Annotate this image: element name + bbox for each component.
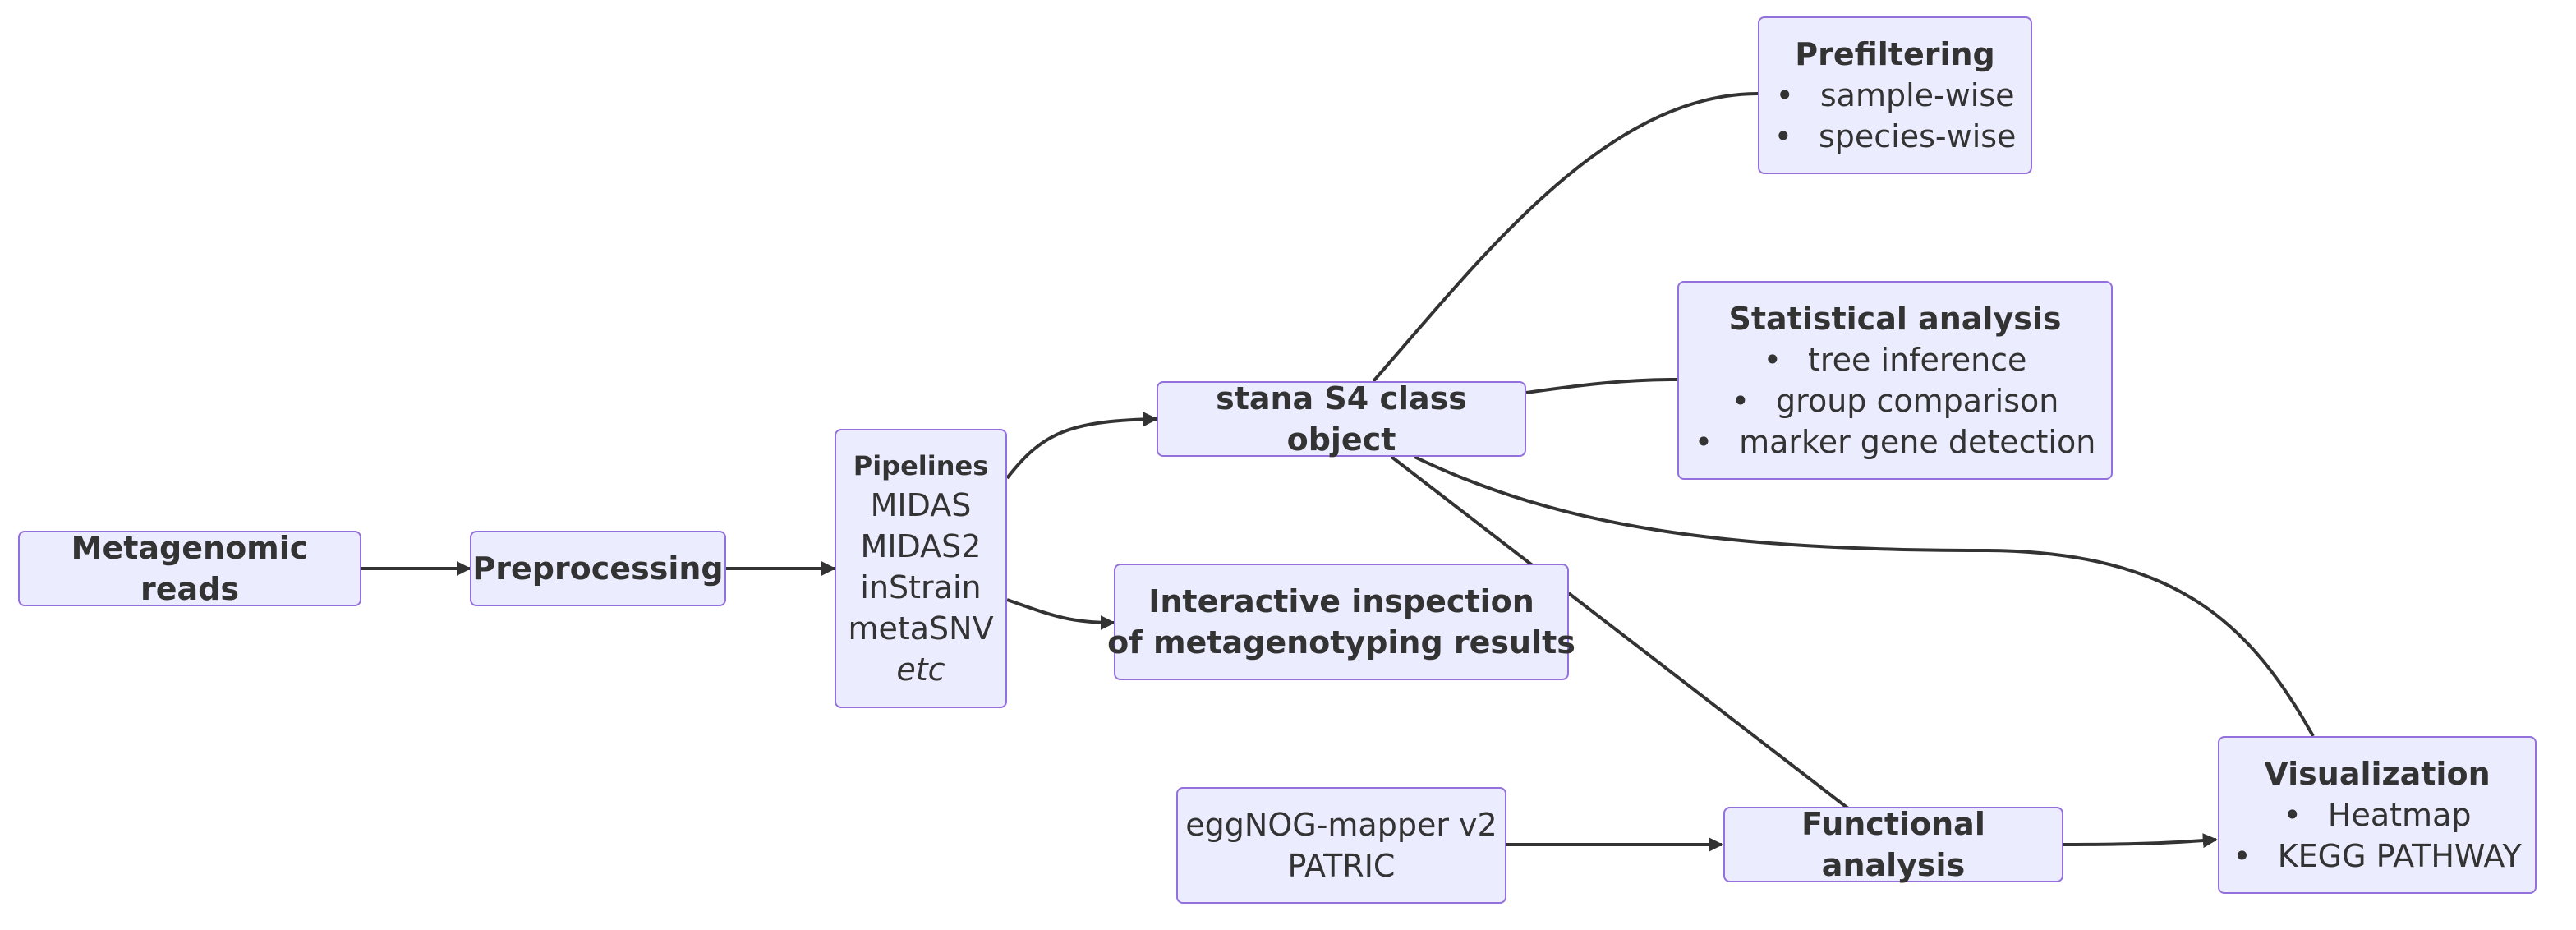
node-statistical-title: Statistical analysis (1728, 301, 2062, 337)
statistical-list: tree inference group comparison marker g… (1695, 339, 2096, 463)
node-metagenomic-reads: Metagenomic reads (18, 530, 361, 607)
pipeline-item: MIDAS (870, 487, 972, 523)
node-statistical-analysis: Statistical analysis tree inference grou… (1677, 281, 2113, 480)
node-prefiltering: Prefiltering sample-wise species-wise (1758, 16, 2032, 174)
node-preprocessing-title: Preprocessing (472, 550, 724, 587)
node-annotation-line: PATRIC (1287, 848, 1396, 884)
edge-stana-to-statistical (1525, 378, 1678, 394)
pipeline-item: metaSNV (848, 610, 994, 647)
edge-functional-to-visualization (2063, 833, 2218, 849)
node-preprocessing: Preprocessing (470, 531, 726, 606)
node-annotation-tools: eggNOG-mapper v2 PATRIC (1176, 787, 1506, 904)
list-item: Heatmap (2233, 794, 2521, 836)
node-stana-object: stana S4 class object (1157, 380, 1526, 458)
edge-stana-to-visualization (1414, 455, 2315, 737)
node-stana-object-title: stana S4 class object (1216, 380, 1467, 458)
edge-pipelines-to-stana (1005, 412, 1158, 480)
pipeline-item: inStrain (860, 569, 982, 605)
visualization-list: Heatmap KEGG PATHWAY (2233, 794, 2522, 877)
node-pipelines-title: Pipelines (853, 450, 989, 481)
prefiltering-list: sample-wise species-wise (1774, 75, 2017, 157)
node-interactive-line: of metagenotyping results (1107, 624, 1576, 661)
node-prefiltering-title: Prefiltering (1795, 36, 1995, 72)
node-visualization: Visualization Heatmap KEGG PATHWAY (2218, 736, 2537, 894)
node-interactive-inspection: Interactive inspection of metagenotyping… (1107, 564, 1576, 680)
list-item: sample-wise (1774, 75, 2017, 116)
pipeline-extra: etc (896, 651, 945, 688)
node-annotation-line: eggNOG-mapper v2 (1185, 807, 1497, 843)
node-functional-analysis: Functional analysis (1723, 806, 2063, 883)
edge-pipelines-to-interactive (1006, 598, 1116, 630)
node-visualization-title: Visualization (2264, 756, 2491, 792)
node-functional-title: Functional analysis (1801, 806, 1985, 883)
node-pipelines: Pipelines MIDAS MIDAS2 inStrain metaSNV … (835, 429, 1007, 708)
edge-stana-to-functional (1390, 455, 1850, 810)
list-item: KEGG PATHWAY (2233, 836, 2522, 877)
node-metagenomic-reads-title: Metagenomic reads (71, 530, 309, 607)
node-interactive-line: Interactive inspection (1148, 583, 1534, 619)
pipeline-item: MIDAS2 (860, 528, 982, 564)
list-item: marker gene detection (1695, 421, 2095, 463)
list-item: tree inference (1695, 339, 2096, 380)
edge-stana-to-prefiltering (1372, 92, 1759, 383)
list-item: group comparison (1695, 380, 2096, 421)
list-item: species-wise (1774, 116, 2016, 157)
